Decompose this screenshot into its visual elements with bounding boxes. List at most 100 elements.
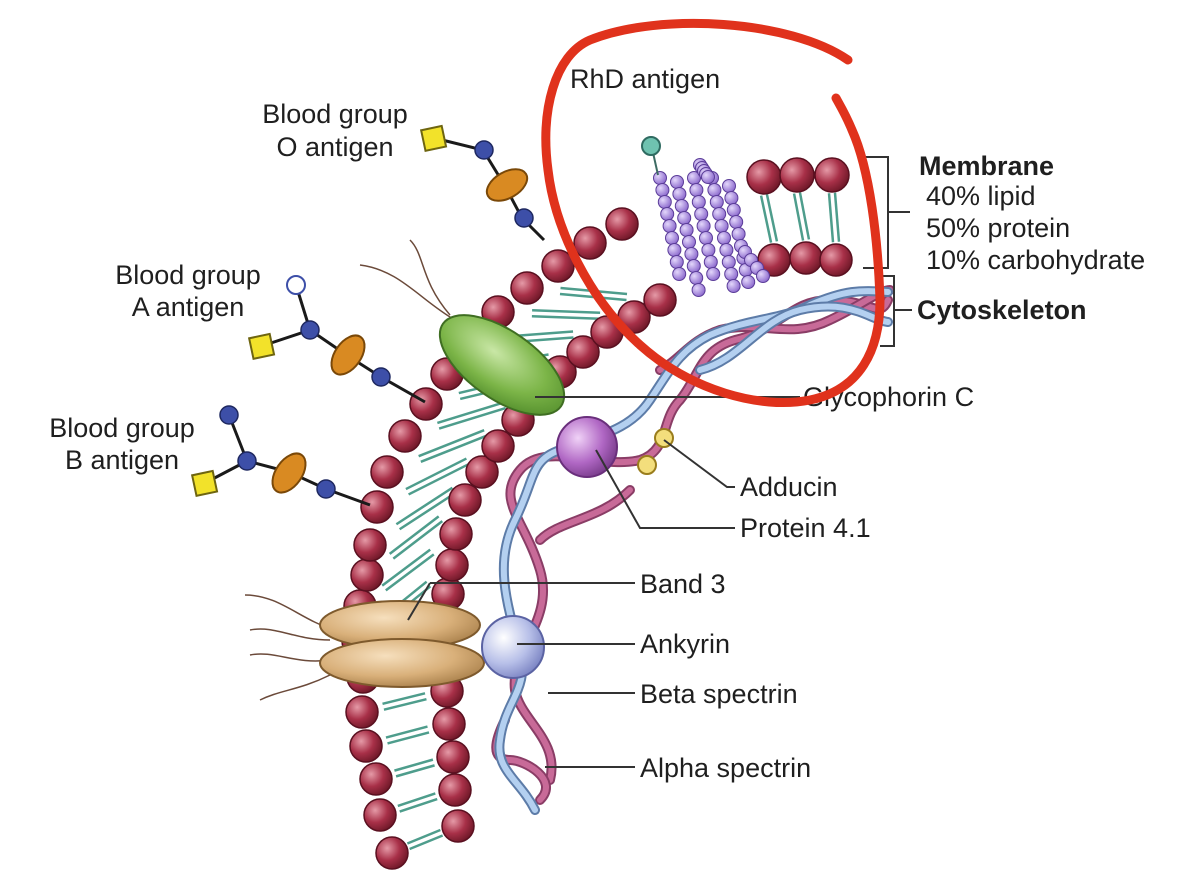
lipid-tail bbox=[392, 520, 444, 560]
lipid-head bbox=[375, 836, 409, 870]
cytoskeleton-heading: Cytoskeleton bbox=[917, 295, 1087, 325]
protein-4-1-label: Protein 4.1 bbox=[740, 513, 871, 543]
lipid-head bbox=[359, 762, 393, 796]
o-antigen-square-sugar bbox=[419, 124, 448, 153]
lipid-head bbox=[435, 548, 469, 582]
lipid-tail bbox=[759, 195, 773, 243]
lipid-tail bbox=[532, 309, 601, 315]
lipid-head bbox=[439, 517, 473, 551]
membrane-carbohydrate-percent: 10% carbohydrate bbox=[926, 245, 1145, 275]
cytoskeleton-bracket bbox=[880, 275, 912, 347]
lipid-head bbox=[819, 243, 853, 277]
rhd-bead bbox=[674, 199, 689, 213]
lipid-head bbox=[360, 490, 394, 524]
lipid-head bbox=[465, 455, 499, 489]
rhd-bead bbox=[672, 267, 687, 281]
lipid-head bbox=[510, 271, 544, 305]
lipid-tail bbox=[382, 692, 426, 706]
protein-tails bbox=[244, 239, 456, 701]
lipid-head bbox=[441, 809, 475, 843]
lipid-tail bbox=[438, 406, 507, 430]
rhd-bead bbox=[694, 207, 709, 221]
beta-spectrin-label: Beta spectrin bbox=[640, 679, 798, 709]
rhd-bead bbox=[696, 219, 711, 233]
rhd-antigen-label: RhD antigen bbox=[570, 64, 720, 94]
lipid-head bbox=[814, 157, 850, 193]
rhd-bead bbox=[667, 243, 682, 257]
group-o-label-line1: Blood group bbox=[262, 99, 408, 129]
rhd-bead bbox=[709, 195, 724, 209]
rhd-bead bbox=[653, 171, 667, 185]
lipid-tail bbox=[798, 192, 811, 240]
rhd-bead bbox=[665, 231, 679, 245]
rhd-bead bbox=[686, 259, 701, 273]
group-a-label-line1: Blood group bbox=[115, 260, 261, 290]
lipid-tail bbox=[792, 193, 805, 241]
rhd-bead bbox=[721, 255, 736, 269]
annotation-circle bbox=[541, 18, 885, 407]
adducin-protein-2 bbox=[637, 455, 657, 475]
lipid-head bbox=[566, 335, 600, 369]
adducin-label: Adducin bbox=[740, 472, 838, 502]
rhd-bead bbox=[660, 207, 675, 221]
lipid-tail bbox=[531, 314, 600, 320]
rhd-bead bbox=[714, 219, 729, 233]
ankyrin-protein bbox=[481, 615, 545, 679]
lipid-head bbox=[789, 241, 823, 275]
rhd-bead bbox=[684, 247, 699, 261]
rhd-bead bbox=[712, 207, 727, 221]
membrane-lipid-percent: 40% lipid bbox=[926, 181, 1036, 211]
band-3-protein-lower bbox=[319, 638, 485, 688]
lipid-tail bbox=[397, 792, 436, 808]
lipid-tail bbox=[388, 515, 440, 555]
rhd-bead bbox=[655, 183, 670, 197]
lipid-tail bbox=[827, 193, 835, 243]
lipid-head bbox=[481, 429, 515, 463]
lipid-head bbox=[363, 798, 397, 832]
lipid-tail bbox=[381, 548, 431, 587]
group-a-label-line2: A antigen bbox=[132, 292, 245, 322]
a-antigen-chain bbox=[247, 275, 426, 404]
rhd-bead bbox=[701, 170, 715, 184]
a-antigen-square-sugar bbox=[247, 332, 276, 361]
lipid-tail bbox=[399, 797, 438, 813]
lipid-tail bbox=[395, 764, 435, 778]
group-b-label-line2: B antigen bbox=[65, 445, 179, 475]
rhd-bead bbox=[657, 195, 672, 209]
ankyrin-label: Ankyrin bbox=[640, 629, 730, 659]
rhd-bead bbox=[689, 183, 704, 197]
lipid-tail bbox=[409, 834, 444, 851]
rhd-bead bbox=[741, 275, 756, 289]
lipid-tail bbox=[395, 486, 454, 526]
rhd-protein bbox=[653, 158, 770, 297]
rhd-bead bbox=[691, 283, 706, 297]
lipid-head bbox=[345, 695, 379, 729]
lipid-tail bbox=[833, 192, 841, 242]
rhd-bead bbox=[706, 267, 721, 281]
lipid-tail bbox=[765, 194, 779, 242]
rhd-antigen-marker bbox=[641, 136, 661, 156]
b-antigen-square-sugar bbox=[190, 469, 219, 498]
rhd-bead bbox=[729, 215, 744, 229]
rhd-bead bbox=[691, 195, 706, 209]
rhd-bead bbox=[722, 179, 736, 193]
alpha-spectrin-label: Alpha spectrin bbox=[640, 753, 811, 783]
rhd-bead bbox=[679, 223, 694, 237]
lipid-head bbox=[349, 729, 383, 763]
lipid-head bbox=[432, 707, 466, 741]
lipid-tail bbox=[385, 553, 435, 592]
lipid-head bbox=[353, 528, 387, 562]
b-antigen-chain bbox=[190, 405, 371, 507]
lipid-head bbox=[746, 159, 782, 195]
lipid-tail bbox=[394, 758, 434, 772]
rhd-bead bbox=[724, 191, 739, 205]
rhd-bead bbox=[719, 243, 734, 257]
rhd-bead bbox=[731, 227, 746, 241]
rhd-bead bbox=[699, 231, 713, 245]
rhd-bead bbox=[662, 219, 677, 233]
lipid-head bbox=[541, 249, 575, 283]
lipid-tail bbox=[420, 434, 487, 463]
lipid-tail bbox=[418, 429, 485, 458]
rhd-bead bbox=[701, 243, 716, 257]
